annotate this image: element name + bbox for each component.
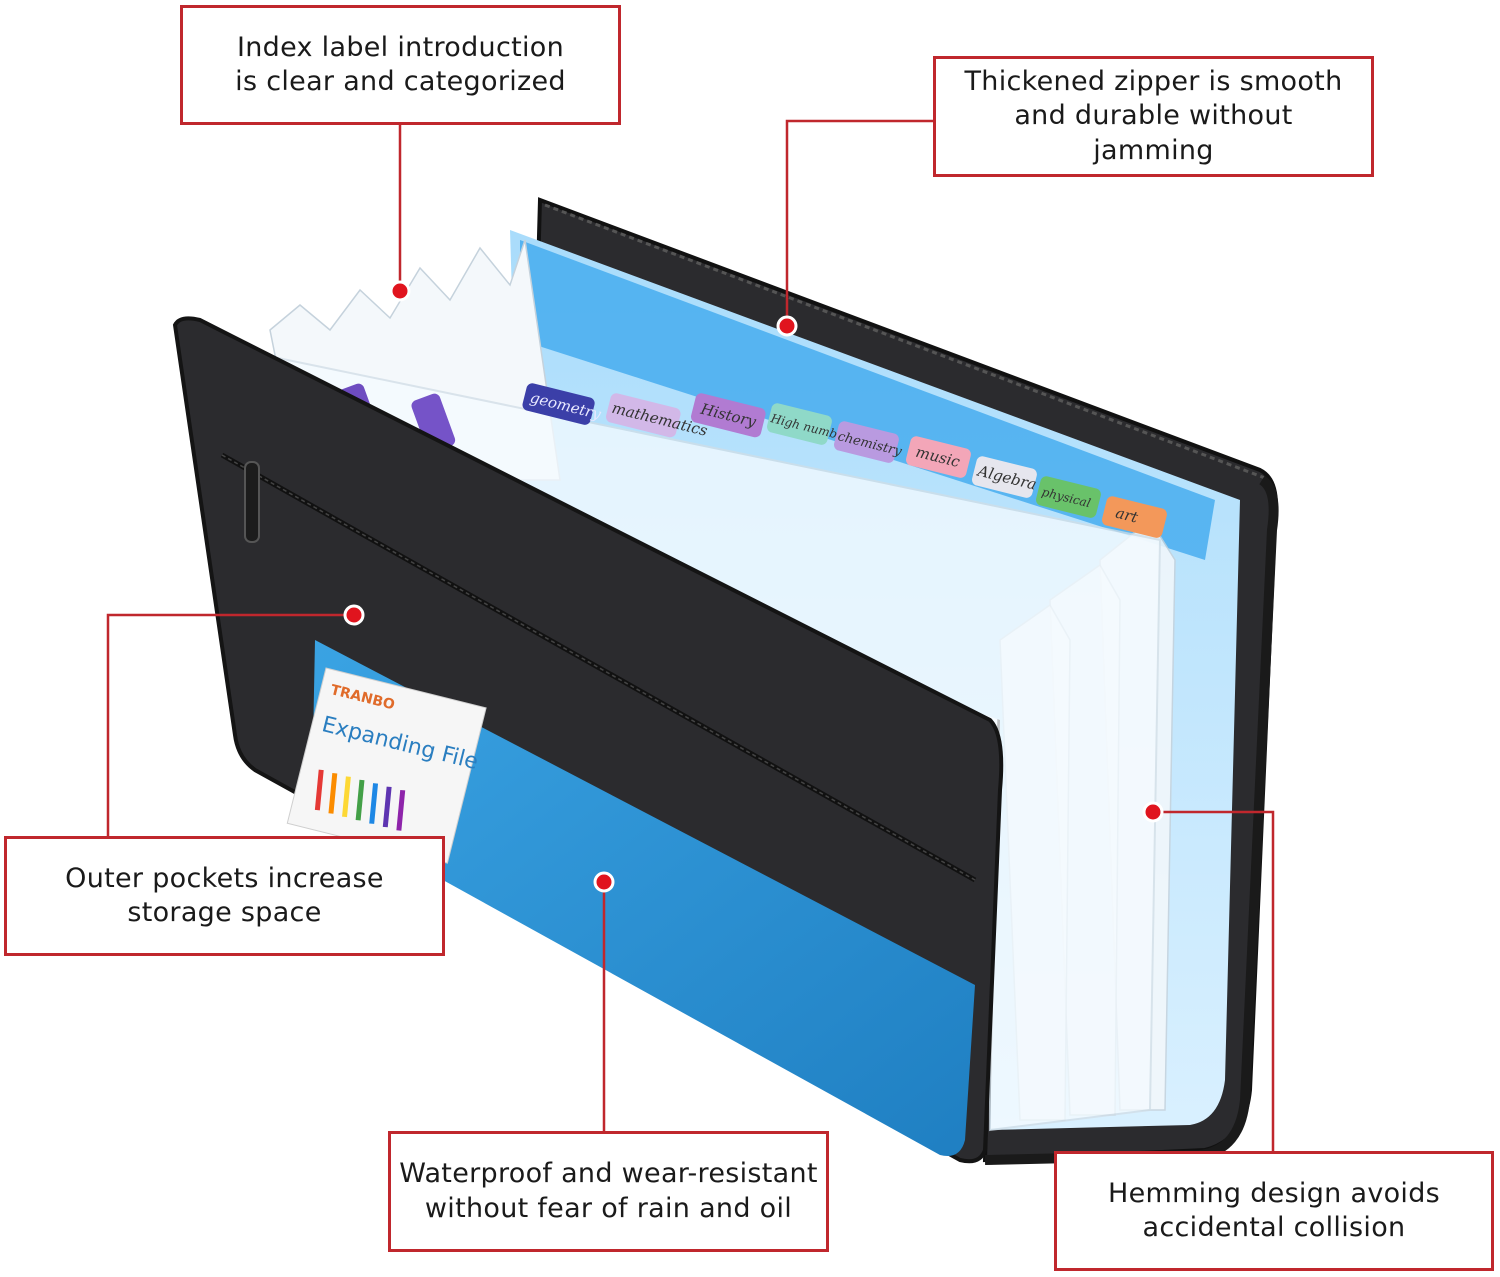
- callout-hemming: Hemming design avoids accidental collisi…: [1054, 1151, 1494, 1271]
- marker-dots: [343, 280, 1164, 893]
- callout-line: and durable without: [1014, 100, 1293, 132]
- callout-zipper: Thickened zipper is smooth and durable w…: [933, 56, 1374, 177]
- marker-dot-waterproof: [593, 871, 615, 893]
- callout-line: Thickened zipper is smooth: [964, 66, 1343, 98]
- zipper-pull: [244, 461, 260, 543]
- callout-line: without fear of rain and oil: [424, 1192, 793, 1224]
- callout-line: is clear and categorized: [235, 66, 566, 97]
- product-label: TRANBO Expanding File: [286, 667, 487, 864]
- callout-line: Index label introduction: [236, 31, 565, 63]
- callout-line: storage space: [127, 897, 322, 928]
- front-blue-panel: [312, 640, 975, 1156]
- front-zipper: [220, 452, 977, 883]
- marker-dot-hemming: [1142, 801, 1164, 823]
- callout-index-label: Index label introduction is clear and ca…: [180, 5, 621, 125]
- marker-dot-index: [389, 280, 411, 302]
- callout-line: jamming: [1093, 134, 1214, 166]
- top-zipper: [544, 203, 1266, 480]
- callout-waterproof: Waterproof and wear-resistant without fe…: [388, 1131, 829, 1252]
- callout-line: Hemming design avoids: [1107, 1177, 1441, 1209]
- marker-dot-pocket: [343, 604, 365, 626]
- callout-line: accidental collision: [1142, 1212, 1406, 1243]
- marker-dot-zipper: [776, 315, 798, 337]
- callout-line: Outer pockets increase: [65, 862, 384, 894]
- connector-lines: [106, 119, 1275, 1153]
- callout-line: Waterproof and wear-resistant: [399, 1158, 818, 1190]
- tab-label: art: [1114, 504, 1141, 527]
- index-tabs: geometry mathematics History High number…: [335, 383, 1167, 538]
- callout-outer-pockets: Outer pockets increase storage space: [4, 836, 445, 956]
